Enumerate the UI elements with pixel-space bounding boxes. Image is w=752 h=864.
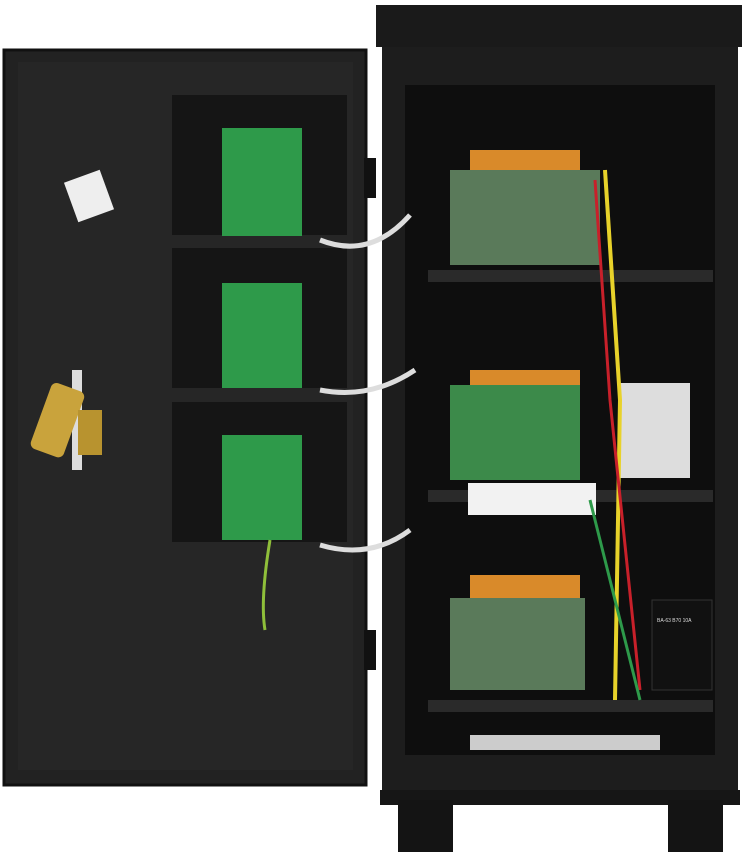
breaker-label: BA-63 B70 10A (657, 618, 692, 624)
circuit-breaker (651, 599, 713, 691)
door-latch (30, 370, 102, 470)
pcb-board-2 (172, 248, 347, 388)
pcb-board-1 (172, 95, 347, 236)
door-hinge-bottom (364, 630, 376, 670)
terminal-block (468, 483, 596, 515)
transformer-middle (450, 370, 580, 480)
wiring (319, 169, 642, 701)
door-sticker (63, 169, 115, 223)
open-door (2, 48, 368, 787)
transformer-bottom (450, 575, 585, 690)
contactor (620, 383, 690, 478)
door-hinge-top (364, 158, 376, 198)
pcb-board-3 (172, 402, 347, 542)
transformer-top (450, 150, 600, 265)
